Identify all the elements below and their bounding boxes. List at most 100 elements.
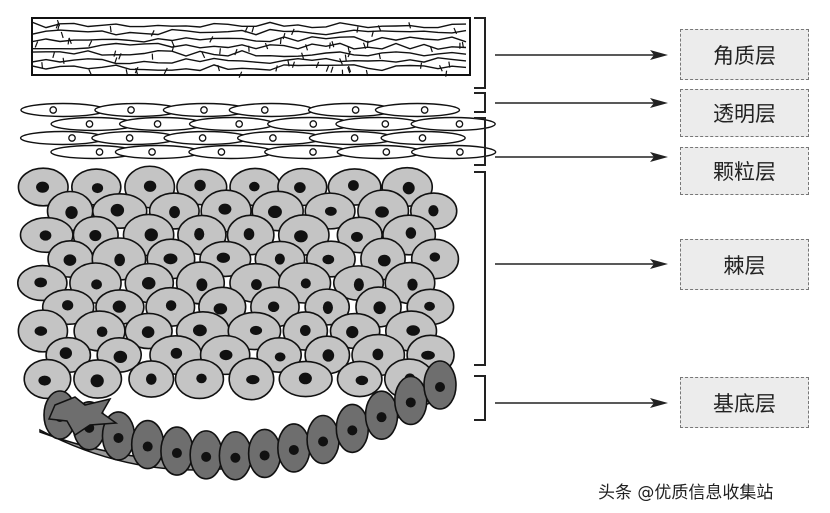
- cell-border: [366, 40, 369, 47]
- nucleus: [424, 301, 435, 311]
- granule-nucleus: [95, 148, 104, 156]
- nucleus: [165, 300, 177, 311]
- cell-border: [201, 51, 206, 59]
- cell-border: [238, 71, 243, 78]
- nucleus: [405, 227, 417, 239]
- nucleus: [405, 397, 416, 408]
- cell-border: [244, 26, 249, 33]
- spindle-cell: [336, 144, 422, 160]
- cell-border: [344, 54, 347, 61]
- cell-border: [217, 64, 221, 72]
- nucleus: [298, 372, 312, 385]
- melanocyte: [47, 396, 119, 437]
- cell-border: [282, 32, 286, 40]
- nucleus: [34, 326, 48, 336]
- nucleus: [91, 183, 104, 194]
- nucleus: [36, 181, 50, 193]
- cell-border: [419, 62, 423, 69]
- nucleus: [318, 436, 329, 447]
- granule-nucleus: [418, 134, 427, 142]
- nucleus: [59, 347, 72, 359]
- cell-border: [67, 38, 70, 45]
- keratin-line: [31, 49, 467, 58]
- granule-nucleus: [198, 134, 207, 142]
- nucleus: [65, 206, 78, 219]
- layer-brackets: [474, 17, 486, 421]
- spindle-cell: [410, 116, 496, 132]
- nucleus: [144, 228, 158, 242]
- granule-nucleus: [49, 106, 58, 114]
- bracket: [474, 17, 486, 89]
- cell-border: [371, 30, 374, 37]
- keratin-line: [31, 42, 467, 50]
- granule-nucleus: [309, 148, 317, 156]
- label-text: 颗粒层: [713, 160, 776, 184]
- nucleus: [406, 325, 420, 336]
- nucleus: [346, 325, 359, 339]
- nucleus: [348, 180, 359, 191]
- cell-border: [209, 36, 214, 43]
- label-stratum-corneum: 角质层: [680, 29, 809, 80]
- cell-border: [429, 45, 433, 53]
- spindle-cell: [374, 102, 461, 118]
- cell-border: [219, 48, 221, 55]
- nucleus: [114, 253, 125, 267]
- nucleus: [91, 279, 102, 290]
- nucleus: [429, 252, 441, 262]
- cell-border: [275, 65, 278, 72]
- nucleus: [246, 374, 260, 385]
- arrow-head: [650, 50, 668, 60]
- nucleus: [377, 254, 391, 267]
- spindle-cell: [264, 144, 350, 160]
- nucleus: [90, 374, 104, 388]
- granule-nucleus: [420, 106, 429, 114]
- nucleus: [96, 326, 108, 338]
- arrow-head: [650, 259, 668, 269]
- granule-nucleus: [68, 134, 76, 142]
- nucleus: [294, 182, 306, 193]
- spindle-cell: [114, 144, 201, 160]
- nucleus: [192, 324, 207, 337]
- nucleus: [201, 451, 212, 462]
- granule-nucleus: [125, 134, 134, 142]
- nucleus: [89, 229, 102, 242]
- nucleus: [112, 300, 126, 313]
- nucleus: [218, 203, 232, 215]
- granule-nucleus: [148, 148, 156, 156]
- cell-border: [339, 58, 343, 65]
- cell-border: [251, 26, 255, 33]
- nucleus: [300, 278, 311, 289]
- nucleus: [194, 227, 205, 241]
- nucleus: [171, 448, 182, 459]
- cell-border: [113, 50, 117, 57]
- spindle-cell: [228, 102, 315, 118]
- cell-border: [41, 62, 43, 69]
- cell-border: [347, 65, 352, 73]
- cell-border: [291, 28, 295, 36]
- nucleus: [170, 347, 183, 359]
- cell-border: [438, 64, 443, 72]
- nucleus: [196, 373, 207, 384]
- cell-border: [291, 61, 296, 68]
- nucleus: [196, 278, 208, 292]
- nucleus: [375, 206, 389, 218]
- label-text: 基底层: [713, 391, 776, 416]
- nucleus: [62, 300, 74, 311]
- nucleus: [294, 230, 308, 243]
- nucleus: [38, 375, 51, 386]
- cell-border: [408, 22, 412, 29]
- cell-border: [109, 26, 112, 33]
- granule-nucleus: [235, 120, 244, 128]
- arrow-head: [650, 98, 668, 108]
- cell-border: [56, 19, 61, 27]
- cell-border: [305, 44, 309, 51]
- nucleus: [259, 450, 270, 461]
- cell-border: [150, 30, 155, 37]
- cell-border: [378, 52, 381, 60]
- cell-border: [453, 27, 458, 35]
- nucleus: [299, 325, 311, 337]
- nucleus: [219, 349, 233, 361]
- cell-border: [234, 48, 238, 56]
- nucleus: [322, 301, 333, 315]
